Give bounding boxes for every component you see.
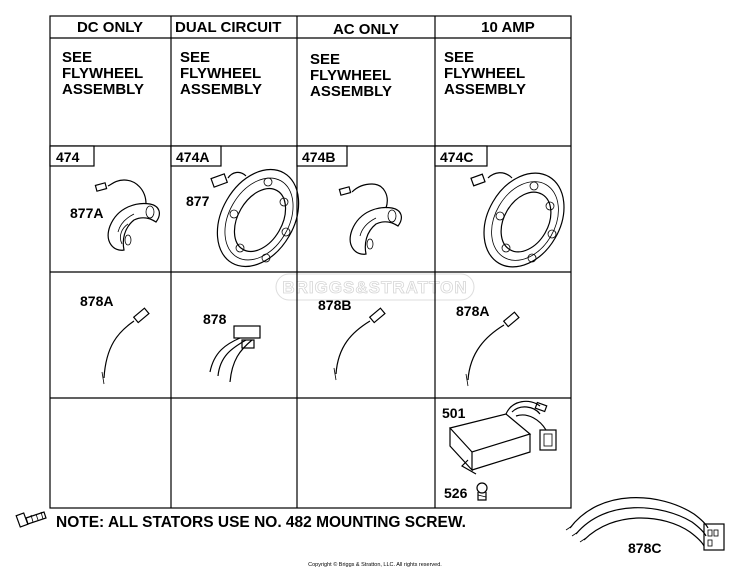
stator-label-474a: 474A	[170, 145, 222, 167]
header-ac-only: AC ONLY	[333, 21, 399, 38]
harness-label: 878C	[628, 540, 661, 556]
watermark-text: BRIGGS&STRATTON	[282, 278, 467, 297]
lead-label-ac: 878B	[318, 297, 351, 313]
svg-text:SEE: SEE	[444, 49, 474, 66]
svg-text:FLYWHEEL: FLYWHEEL	[62, 65, 143, 82]
svg-text:474A: 474A	[176, 149, 209, 165]
header-10-amp: 10 AMP	[481, 19, 535, 36]
harness-icon	[565, 496, 725, 551]
svg-text:SEE: SEE	[310, 51, 340, 68]
regulator-label: 501	[442, 405, 466, 421]
stator-icon	[470, 172, 565, 268]
svg-text:474C: 474C	[440, 149, 473, 165]
stator-icon	[338, 183, 402, 255]
see-flywheel-ac: SEE FLYWHEEL ASSEMBLY	[310, 51, 392, 100]
stator-part-877: 877	[186, 193, 210, 209]
svg-text:ASSEMBLY: ASSEMBLY	[444, 81, 526, 98]
see-flywheel-dc: SEE FLYWHEEL ASSEMBLY	[62, 49, 144, 98]
lead-wire-icon	[101, 307, 150, 385]
regulator-icon	[448, 400, 557, 475]
mounting-screw-icon	[476, 482, 488, 501]
screw-label-526: 526	[444, 485, 468, 501]
svg-text:FLYWHEEL: FLYWHEEL	[180, 65, 261, 82]
see-flywheel-dual: SEE FLYWHEEL ASSEMBLY	[180, 49, 262, 98]
svg-text:FLYWHEEL: FLYWHEEL	[444, 65, 525, 82]
stator-label-474b: 474B	[296, 145, 348, 167]
svg-text:474B: 474B	[302, 149, 335, 165]
svg-text:FLYWHEEL: FLYWHEEL	[310, 67, 391, 84]
header-dual-circuit: DUAL CIRCUIT	[175, 19, 281, 36]
stator-icon	[94, 179, 160, 251]
lead-wire-icon	[209, 325, 261, 383]
stator-part-877a: 877A	[70, 205, 103, 221]
watermark: BRIGGS&STRATTON	[275, 273, 475, 301]
lead-label-dual: 878	[203, 311, 227, 327]
svg-text:474: 474	[56, 149, 80, 165]
svg-text:ASSEMBLY: ASSEMBLY	[310, 83, 392, 100]
mounting-screw-icon	[15, 511, 47, 528]
svg-text:SEE: SEE	[62, 49, 92, 66]
stator-label-474: 474	[49, 145, 95, 167]
lead-label-10amp: 878A	[456, 303, 489, 319]
see-flywheel-10amp: SEE FLYWHEEL ASSEMBLY	[444, 49, 526, 98]
note-text: NOTE: ALL STATORS USE NO. 482 MOUNTING S…	[56, 514, 466, 531]
svg-text:ASSEMBLY: ASSEMBLY	[62, 81, 144, 98]
lead-label-dc: 878A	[80, 293, 113, 309]
stator-label-474c: 474C	[434, 145, 488, 167]
copyright-text: Copyright © Briggs & Stratton, LLC. All …	[308, 561, 442, 568]
lead-wire-icon	[465, 311, 520, 387]
lead-wire-icon	[333, 307, 386, 381]
header-dc-only: DC ONLY	[77, 19, 143, 36]
svg-text:SEE: SEE	[180, 49, 210, 66]
stator-icon	[210, 168, 300, 268]
svg-text:ASSEMBLY: ASSEMBLY	[180, 81, 262, 98]
